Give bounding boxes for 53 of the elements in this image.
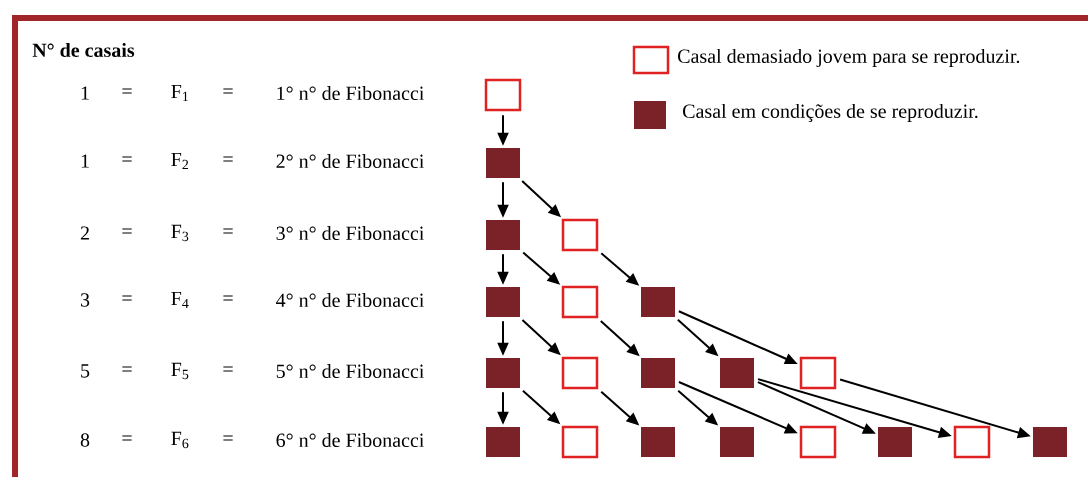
outlined-square <box>561 425 599 459</box>
filled-square <box>641 358 675 388</box>
row-label: 2° n° de Fibonacci <box>276 153 424 169</box>
filled-square <box>641 287 675 317</box>
legend-text: Casal em condições de se reproduzir. <box>683 103 978 123</box>
outlined-square <box>953 425 991 459</box>
row-label: 5° n° de Fibonacci <box>276 363 424 378</box>
row-label: 4° n° de Fibonacci <box>276 292 424 307</box>
row-label: = <box>122 295 132 301</box>
filled-square <box>1033 427 1067 457</box>
row-label: 1 <box>81 154 89 168</box>
outlined-square <box>799 356 837 390</box>
row-label: 8 <box>80 433 90 447</box>
filled-square <box>641 427 675 457</box>
row-label: = <box>122 88 132 94</box>
row-label: = <box>122 366 132 372</box>
row-label: 1° n° de Fibonacci <box>277 85 424 101</box>
row-label: = <box>122 156 132 162</box>
row-label: F$_{6}$ <box>171 431 189 449</box>
filled-square <box>486 358 520 388</box>
outlined-square <box>799 425 837 459</box>
row-label: = <box>223 435 233 441</box>
row-label: 2 <box>80 226 89 240</box>
row-label: = <box>223 295 233 301</box>
row-label: = <box>223 366 233 372</box>
row-label: 3 <box>80 293 90 307</box>
row-label: 6° n° de Fibonacci <box>276 432 424 447</box>
filled-square <box>486 287 520 317</box>
outlined-square <box>561 285 599 319</box>
filled-square <box>486 148 520 178</box>
row-label: = <box>223 88 233 94</box>
row-label: F$_{1}$ <box>171 84 188 102</box>
row-label: F$_{3}$ <box>171 224 189 242</box>
outlined-square <box>484 78 522 112</box>
row-label: F$_{5}$ <box>171 362 189 380</box>
outlined-square <box>561 356 599 390</box>
row-label: 1 <box>81 86 89 100</box>
row-label: F$_{2}$ <box>171 152 189 170</box>
row-label: 5 <box>81 364 90 378</box>
filled-square <box>720 427 754 457</box>
row-label: = <box>223 228 233 234</box>
row-label: 3° n° de Fibonacci <box>276 225 424 241</box>
row-label: F$_{4}$ <box>171 291 189 309</box>
filled-square <box>486 220 520 250</box>
row-label: = <box>122 435 132 441</box>
filled-square <box>878 427 912 457</box>
filled-square <box>720 358 754 388</box>
row-label: = <box>122 228 132 234</box>
legend-text: Casal demasiado jovem para se reproduzir. <box>678 48 1020 68</box>
row-label: = <box>223 156 233 162</box>
outlined-square <box>561 218 599 252</box>
filled-square <box>486 427 520 457</box>
heading: N° de casais <box>32 42 135 58</box>
